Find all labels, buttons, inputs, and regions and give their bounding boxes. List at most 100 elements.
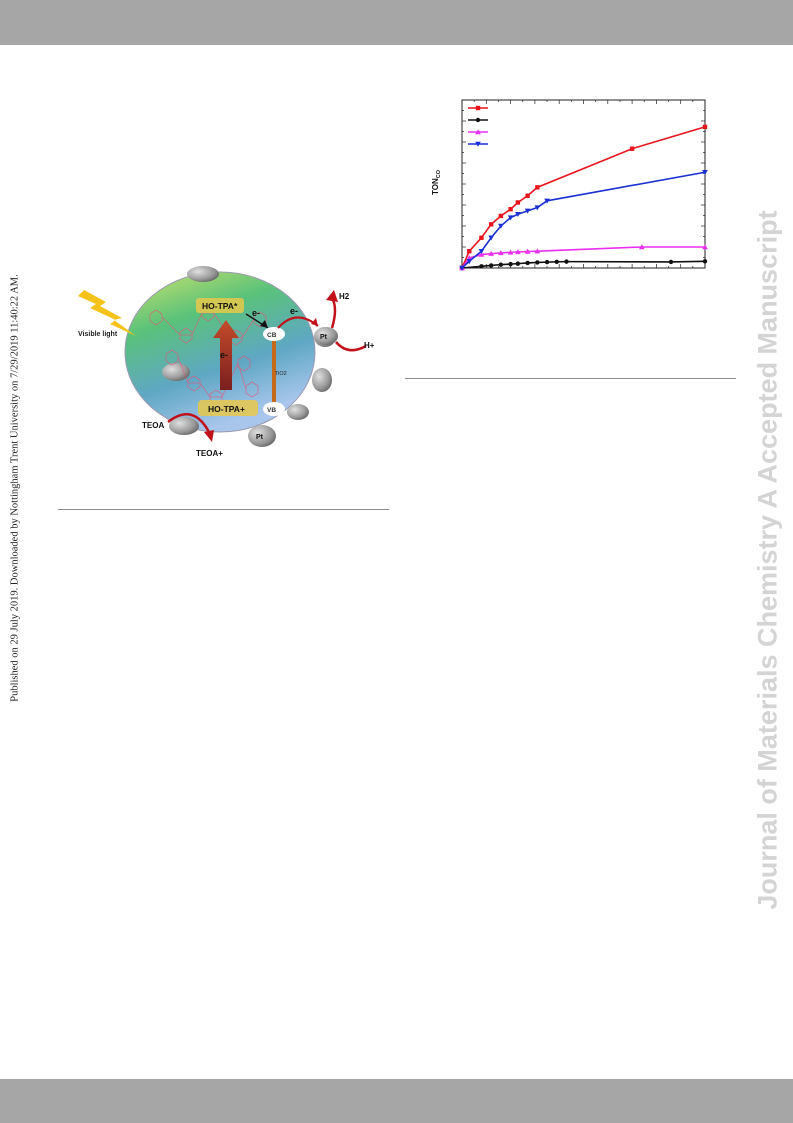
series-1 [459, 124, 708, 271]
ho-tpa-star-box [196, 298, 244, 313]
data-point-circle [535, 260, 540, 265]
vb-label: VB [267, 407, 276, 414]
data-point-triangle-down [507, 215, 514, 221]
data-point-circle [488, 263, 494, 268]
visible-light-label: Visible light [78, 331, 118, 338]
lightning-icon [78, 290, 136, 336]
data-point-triangle-down [534, 205, 541, 211]
data-point-triangle-down [459, 265, 465, 271]
data-point-square [508, 207, 513, 212]
teoa-arrow [167, 413, 212, 435]
electron-to-pt-arrowhead [311, 318, 318, 326]
header-bar [0, 0, 793, 45]
cb-ellipse [263, 327, 285, 341]
h-plus-label: H+ [364, 341, 375, 350]
ho-tpa-plus-label: HO-TPA+ [208, 404, 245, 414]
data-point-square [515, 200, 521, 205]
chart-axes [461, 99, 706, 269]
cb-label: CB [267, 332, 277, 339]
data-point-circle [554, 259, 559, 264]
data-point-triangle-up [478, 251, 485, 257]
pt-particle [187, 266, 219, 282]
data-point-circle [515, 261, 521, 266]
data-point-triangle-down [466, 259, 473, 265]
ho-tpa-star-label: HO-TPA* [202, 301, 238, 311]
teoa-label: TEOA [142, 421, 164, 430]
data-point-square [475, 105, 481, 111]
y-axis-label-main: TON [431, 178, 440, 195]
vb-ellipse [263, 402, 285, 416]
electron-label-pt: e- [290, 306, 298, 316]
data-point-square [467, 249, 472, 254]
pt-particle [287, 404, 309, 420]
right-figure-rule [405, 378, 736, 379]
y-axis-label: TONCO [431, 169, 442, 195]
data-point-triangle-up [507, 249, 514, 255]
data-point-circle [508, 261, 513, 267]
teoa-plus-label: TEOA+ [196, 449, 223, 458]
data-point-triangle-down [488, 235, 494, 241]
data-point-triangle-down [702, 170, 708, 176]
data-point-circle [668, 259, 674, 265]
publication-note-text: Published on 29 July 2019. Downloaded by… [9, 274, 21, 702]
data-point-square [488, 222, 494, 227]
data-point-triangle-up [498, 250, 504, 256]
data-point-square [525, 193, 530, 198]
data-point-triangle-up [515, 249, 521, 255]
data-point-triangle-down [515, 212, 521, 218]
left-figure-rule [58, 509, 389, 510]
data-point-triangle-up [475, 129, 481, 135]
h2-arrow [330, 297, 337, 329]
data-point-triangle-down [544, 198, 550, 204]
data-point-triangle-up [524, 248, 531, 254]
data-point-square [702, 124, 708, 130]
ton-co-chart: TONCO [431, 99, 708, 271]
plot-frame [461, 99, 706, 269]
tio2-label: TiO2 [275, 371, 287, 377]
band-gap-bar [272, 336, 276, 406]
pt-bottom-label: Pt [256, 434, 264, 441]
data-point-triangle-down [498, 223, 504, 229]
data-point-triangle-down [524, 208, 531, 214]
journal-watermark-text: Journal of Materials Chemistry A Accepte… [752, 210, 783, 910]
data-point-square [535, 185, 540, 190]
chart-series [459, 124, 708, 271]
series-3 [459, 244, 708, 271]
h-plus-arrow [335, 341, 367, 352]
data-point-circle [702, 259, 708, 264]
data-point-triangle-down [478, 249, 485, 254]
data-point-triangle-up [702, 244, 708, 250]
ho-tpa-plus-box [198, 400, 258, 416]
footer-bar [0, 1079, 793, 1123]
data-point-circle [479, 264, 484, 269]
data-point-square [479, 235, 484, 240]
photocatalysis-scheme: Visible light HO-TPA* HO-TPA+ e- e- CB V… [78, 266, 375, 458]
chart-legend [468, 105, 488, 147]
data-point-triangle-down [475, 141, 481, 147]
data-point-triangle-up [466, 255, 473, 261]
electron-label-vertical: e- [220, 350, 228, 360]
data-point-circle [525, 260, 530, 266]
excitation-arrow [213, 320, 239, 390]
electron-transfer-arrowhead [260, 320, 268, 328]
data-point-square [498, 213, 504, 219]
pt-particle [169, 417, 199, 435]
h2-arrowhead [326, 290, 338, 302]
data-point-circle [564, 259, 569, 264]
data-point-circle [475, 117, 481, 123]
pt-bottom [248, 425, 276, 447]
pt-right [314, 327, 338, 345]
data-point-circle [544, 259, 550, 265]
y-axis-label-sub: CO [436, 169, 442, 178]
data-point-square [629, 146, 635, 151]
data-point-triangle-up [534, 248, 541, 254]
pt-right-label: Pt [320, 334, 328, 341]
data-point-circle [498, 262, 504, 267]
pt-particle [312, 368, 332, 392]
data-point-triangle-up [488, 250, 494, 256]
h2-label: H2 [339, 292, 350, 301]
pt-particle [162, 363, 190, 381]
teoa-arrowhead [204, 430, 214, 442]
series-4 [459, 170, 708, 271]
electron-label-transfer: e- [252, 308, 260, 318]
